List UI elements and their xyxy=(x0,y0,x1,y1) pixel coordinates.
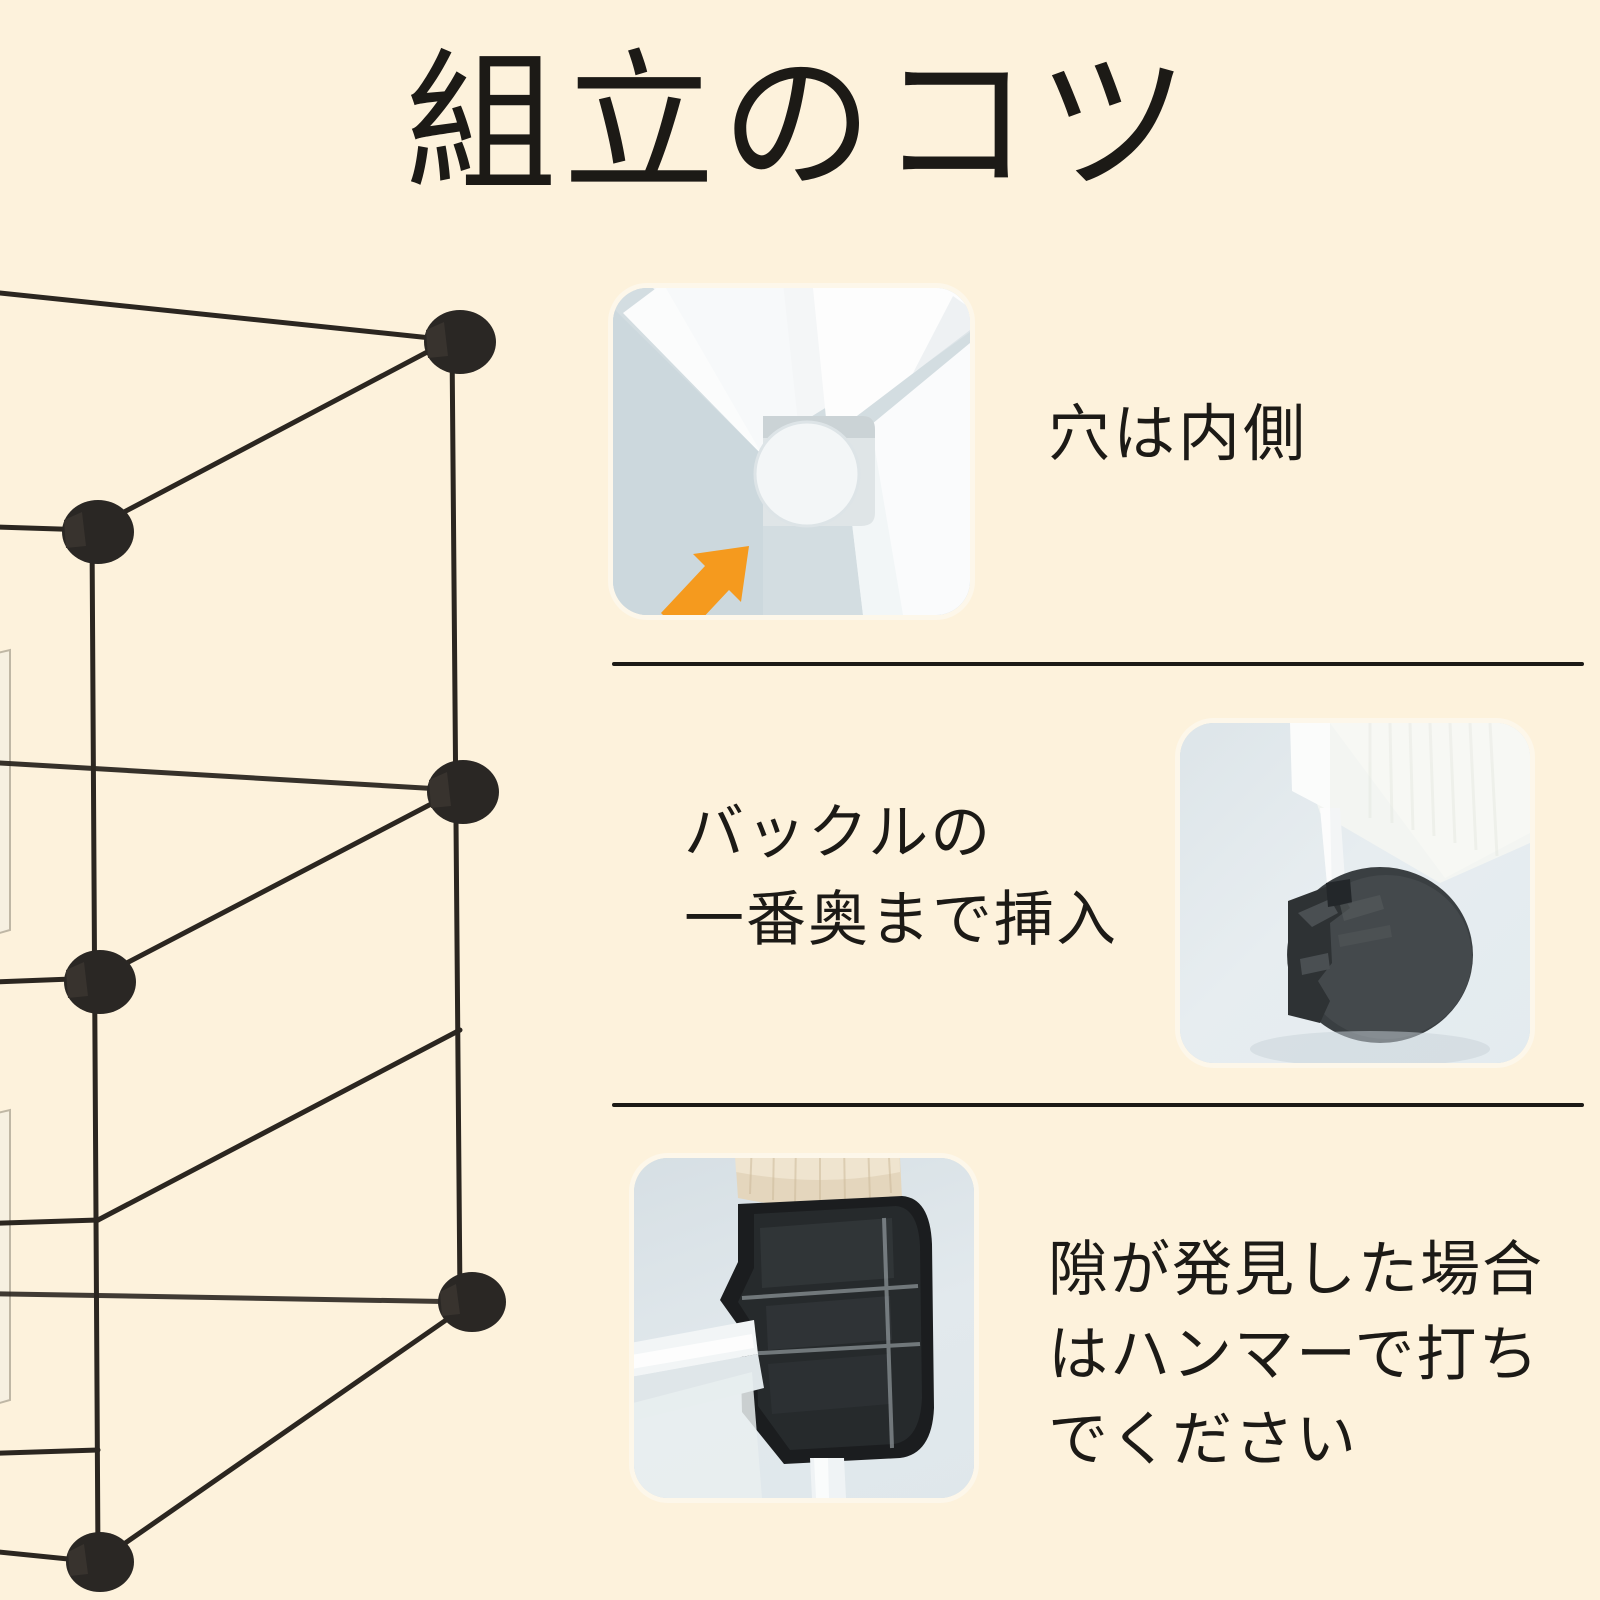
hammer-tap-photo xyxy=(634,1158,974,1498)
hammer-tap-art xyxy=(634,1158,934,1498)
tip-caption-hole-inside: 穴は内側 xyxy=(1048,401,1309,469)
orange-arrow-icon xyxy=(661,546,749,615)
connector-joint xyxy=(427,760,499,824)
tip-caption-insert-deep: バックルの 一番奥まで挿入 xyxy=(684,800,1118,953)
corner-connector-art xyxy=(613,288,970,615)
shelf-wireframe-svg: .ln { stroke:#2b2620; stroke-width:5; fi… xyxy=(0,290,506,1592)
divider-1 xyxy=(612,662,1584,666)
buckle-art xyxy=(1250,723,1530,1063)
divider-2 xyxy=(612,1103,1584,1107)
connector-joint xyxy=(66,1532,134,1592)
connector-joint xyxy=(424,310,496,374)
buckle-insertion-photo xyxy=(1180,723,1530,1063)
connector-joint xyxy=(438,1272,506,1332)
tip-caption-use-hammer: 隙が発見した場合 はハンマーで打ち でください xyxy=(1048,1237,1544,1474)
page-title: 組立のコツ xyxy=(405,41,1195,209)
wireframe-shelf-diagram: .ln { stroke:#2b2620; stroke-width:5; fi… xyxy=(0,230,560,1600)
connector-joint xyxy=(64,950,136,1014)
corner-connector-hole-photo xyxy=(613,288,970,615)
connector-joint xyxy=(62,500,134,564)
